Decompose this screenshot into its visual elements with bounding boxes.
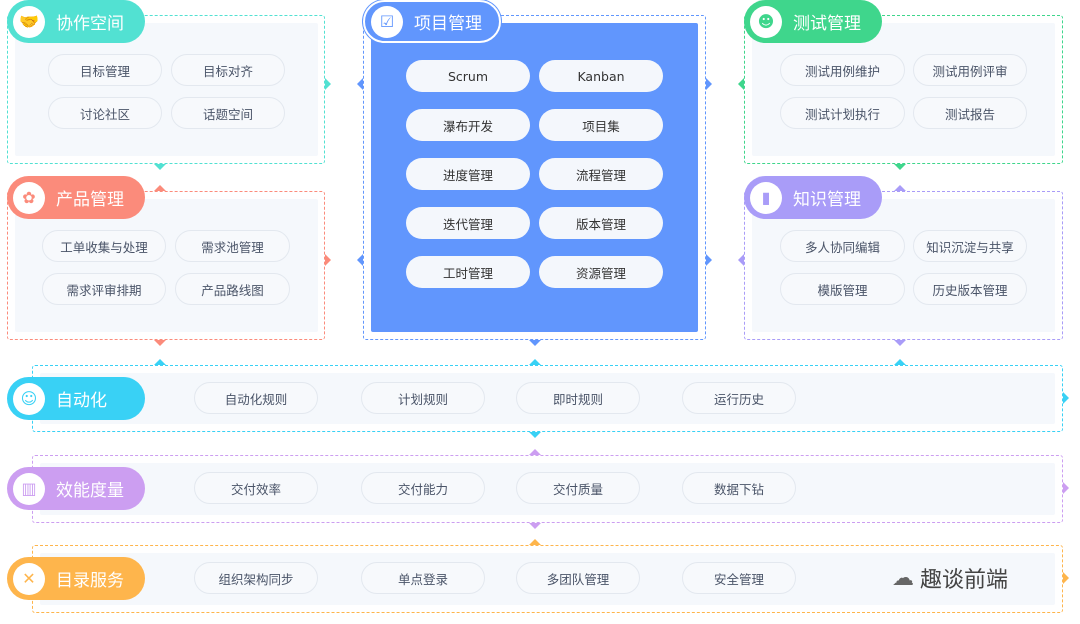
connector-arrow-icon: [1063, 392, 1069, 404]
knowledge-item-button[interactable]: 知识沉淀与共享: [913, 230, 1027, 262]
tools-icon: ✕: [13, 562, 45, 595]
collab-item-button[interactable]: 目标管理: [48, 54, 162, 86]
connector-arrow-icon: [738, 78, 744, 90]
automation-item-button[interactable]: 自动化规则: [194, 382, 318, 414]
connector-arrow-icon: [529, 340, 541, 346]
metrics-item-button[interactable]: 交付质量: [516, 472, 640, 504]
product-item-button[interactable]: 需求评审排期: [42, 273, 166, 305]
connector-arrow-icon: [706, 78, 712, 90]
metrics-item-button[interactable]: 交付效率: [194, 472, 318, 504]
product-header: ✿ 产品管理: [7, 176, 145, 219]
directory-header: ✕ 目录服务: [7, 557, 145, 600]
product-item-button[interactable]: 工单收集与处理: [42, 230, 166, 262]
project-item-button[interactable]: 流程管理: [539, 158, 663, 190]
connector-arrow-icon: [529, 359, 541, 365]
connector-arrow-icon: [529, 539, 541, 545]
product-module: [7, 191, 325, 340]
project-item-button[interactable]: 进度管理: [406, 158, 530, 190]
automation-item-button[interactable]: 即时规则: [516, 382, 640, 414]
collab-module: [7, 15, 325, 164]
directory-title: 目录服务: [56, 571, 124, 591]
project-item-button[interactable]: 资源管理: [539, 256, 663, 288]
watermark-text: 趣谈前端: [920, 568, 1009, 593]
project-item-button[interactable]: 工时管理: [406, 256, 530, 288]
project-item-button[interactable]: 迭代管理: [406, 207, 530, 239]
connector-arrow-icon: [154, 359, 166, 365]
collab-title: 协作空间: [56, 14, 124, 34]
connector-arrow-icon: [894, 164, 906, 170]
connector-arrow-icon: [325, 78, 331, 90]
collab-item-button[interactable]: 讨论社区: [48, 97, 162, 129]
knowledge-panel: [752, 199, 1055, 332]
metrics-title: 效能度量: [56, 481, 124, 501]
testing-item-button[interactable]: 测试报告: [913, 97, 1027, 129]
product-item-button[interactable]: 产品路线图: [175, 273, 290, 305]
automation-title: 自动化: [56, 391, 107, 411]
automation-item-button[interactable]: 运行历史: [682, 382, 796, 414]
knowledge-item-button[interactable]: 模版管理: [780, 273, 905, 305]
product-title: 产品管理: [56, 190, 124, 210]
directory-item-button[interactable]: 安全管理: [682, 562, 796, 594]
connector-arrow-icon: [325, 254, 331, 266]
connector-arrow-icon: [154, 185, 166, 191]
connector-arrow-icon: [529, 523, 541, 529]
metrics-header: ▥ 效能度量: [7, 467, 145, 510]
connector-arrow-icon: [894, 340, 906, 346]
connector-arrow-icon: [894, 185, 906, 191]
connector-arrow-icon: [738, 254, 744, 266]
handshake-icon: 🤝: [13, 5, 45, 38]
book-icon: ▮: [750, 181, 782, 214]
grid-icon: ✿: [13, 181, 45, 214]
knowledge-title: 知识管理: [793, 190, 861, 210]
wechat-icon: ☁: [892, 565, 914, 591]
testing-module: [744, 15, 1063, 164]
connector-arrow-icon: [154, 164, 166, 170]
tester-icon: ☻: [750, 5, 782, 38]
testing-item-button[interactable]: 测试用例维护: [780, 54, 905, 86]
product-item-button[interactable]: 需求池管理: [175, 230, 290, 262]
collab-header: 🤝 协作空间: [7, 0, 145, 43]
project-item-button[interactable]: Scrum: [406, 60, 530, 92]
metrics-item-button[interactable]: 交付能力: [361, 472, 485, 504]
connector-arrow-icon: [357, 78, 363, 90]
project-header: ☑ 项目管理: [363, 0, 501, 43]
connector-arrow-icon: [529, 432, 541, 438]
project-item-button[interactable]: Kanban: [539, 60, 663, 92]
connector-arrow-icon: [154, 340, 166, 346]
project-item-button[interactable]: 版本管理: [539, 207, 663, 239]
metrics-item-button[interactable]: 数据下钻: [682, 472, 796, 504]
watermark: ☁趣谈前端: [892, 562, 1008, 594]
testing-header: ☻ 测试管理: [744, 0, 882, 43]
automation-item-button[interactable]: 计划规则: [361, 382, 485, 414]
collab-item-button[interactable]: 目标对齐: [171, 54, 285, 86]
collab-panel: [15, 23, 318, 156]
product-panel: [15, 199, 318, 332]
project-module: [363, 15, 706, 340]
project-item-button[interactable]: 项目集: [539, 109, 663, 141]
collab-item-button[interactable]: 话题空间: [171, 97, 285, 129]
project-title: 项目管理: [414, 14, 482, 34]
connector-arrow-icon: [357, 254, 363, 266]
connector-arrow-icon: [1063, 482, 1069, 494]
folder-checklist-icon: ☑: [371, 5, 403, 38]
connector-arrow-icon: [529, 449, 541, 455]
chart-bar-icon: ▥: [13, 472, 45, 505]
knowledge-item-button[interactable]: 多人协同编辑: [780, 230, 905, 262]
knowledge-item-button[interactable]: 历史版本管理: [913, 273, 1027, 305]
testing-title: 测试管理: [793, 14, 861, 34]
directory-item-button[interactable]: 单点登录: [361, 562, 485, 594]
automation-header: ☺ 自动化: [7, 377, 145, 420]
testing-panel: [752, 23, 1055, 156]
directory-item-button[interactable]: 组织架构同步: [194, 562, 318, 594]
robot-icon: ☺: [13, 382, 45, 415]
connector-arrow-icon: [894, 359, 906, 365]
directory-item-button[interactable]: 多团队管理: [516, 562, 640, 594]
knowledge-module: [744, 191, 1063, 340]
connector-arrow-icon: [1063, 572, 1069, 584]
connector-arrow-icon: [706, 254, 712, 266]
project-item-button[interactable]: 瀑布开发: [406, 109, 530, 141]
testing-item-button[interactable]: 测试用例评审: [913, 54, 1027, 86]
knowledge-header: ▮ 知识管理: [744, 176, 882, 219]
testing-item-button[interactable]: 测试计划执行: [780, 97, 905, 129]
